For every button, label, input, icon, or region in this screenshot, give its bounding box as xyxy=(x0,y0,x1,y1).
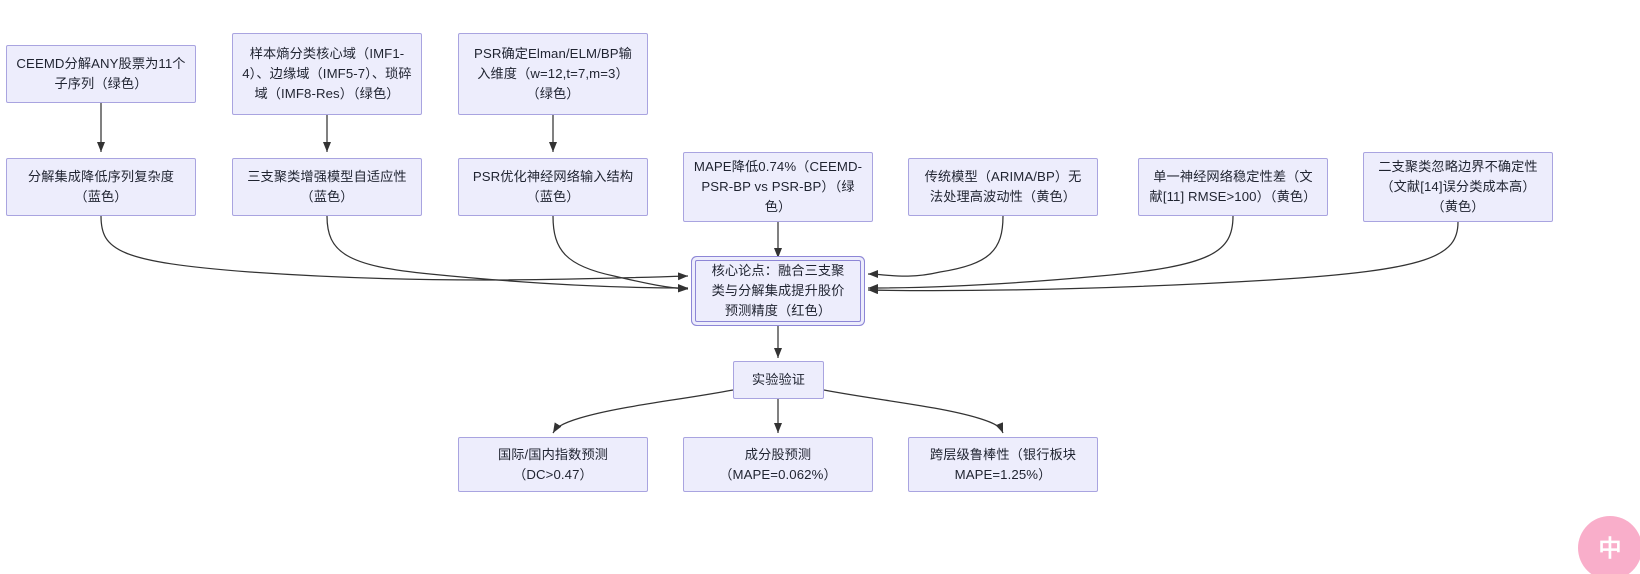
node-psr-input[interactable]: PSR确定Elman/ELM/BP输入维度（w=12,t=7,m=3）（绿色） xyxy=(458,33,648,115)
edge-twoway-to-core xyxy=(867,221,1459,295)
node-label: 单一神经网络稳定性差（文献[11] RMSE>100）（黄色） xyxy=(1149,169,1317,204)
node-three-way-adaptive[interactable]: 三支聚类增强模型自适应性（蓝色） xyxy=(232,158,422,216)
node-label: 样本熵分类核心域（IMF1-4）、边缘域（IMF5-7）、琐碎域（IMF8-Re… xyxy=(242,46,412,101)
node-core-claim[interactable]: 核心论点：融合三支聚类与分解集成提升股价预测精度（红色） xyxy=(695,260,861,322)
node-constituent-forecast[interactable]: 成分股预测（MAPE=0.062%） xyxy=(683,437,873,492)
edge-experiment-to-index xyxy=(552,389,734,434)
node-ceemd[interactable]: CEEMD分解ANY股票为11个子序列（绿色） xyxy=(6,45,196,103)
edge-psrstructure-to-core xyxy=(552,215,689,293)
node-label: 分解集成降低序列复杂度（蓝色） xyxy=(27,169,175,204)
node-label: 三支聚类增强模型自适应性（蓝色） xyxy=(247,169,407,204)
node-two-way-cluster[interactable]: 二支聚类忽略边界不确定性（文献[14]误分类成本高）（黄色） xyxy=(1363,152,1553,222)
edge-experiment-to-robust xyxy=(823,389,1004,434)
node-label: 实验验证 xyxy=(751,372,806,387)
node-label: CEEMD分解ANY股票为11个子序列（绿色） xyxy=(16,56,186,91)
node-label: 传统模型（ARIMA/BP）无法处理高波动性（黄色） xyxy=(924,169,1082,204)
node-decomp-complexity[interactable]: 分解集成降低序列复杂度（蓝色） xyxy=(6,158,196,216)
node-label: 核心论点：融合三支聚类与分解集成提升股价预测精度（红色） xyxy=(711,263,845,318)
node-label: MAPE降低0.74%（CEEMD-PSR-BP vs PSR-BP）（绿色） xyxy=(693,159,863,214)
edge-traditional-to-core xyxy=(867,215,1004,279)
node-label: 跨层级鲁棒性（银行板块MAPE=1.25%） xyxy=(929,446,1077,482)
node-sample-entropy[interactable]: 样本熵分类核心域（IMF1-4）、边缘域（IMF5-7）、琐碎域（IMF8-Re… xyxy=(232,33,422,115)
node-label: 二支聚类忽略边界不确定性（文献[14]误分类成本高）（黄色） xyxy=(1378,159,1538,214)
node-index-forecast[interactable]: 国际/国内指数预测（DC>0.47） xyxy=(458,437,648,492)
node-label: PSR优化神经网络输入结构（蓝色） xyxy=(472,169,634,204)
watermark-logo: 中 xyxy=(1578,516,1640,574)
edge-singlenn-to-core xyxy=(867,215,1234,292)
node-label: PSR确定Elman/ELM/BP输入维度（w=12,t=7,m=3）（绿色） xyxy=(474,46,632,101)
node-cross-level-robust[interactable]: 跨层级鲁棒性（银行板块MAPE=1.25%） xyxy=(908,437,1098,492)
edge-threeway-to-core xyxy=(326,215,689,292)
edge-decomp-to-core xyxy=(100,215,689,281)
node-psr-structure[interactable]: PSR优化神经网络输入结构（蓝色） xyxy=(458,158,648,216)
node-traditional-model[interactable]: 传统模型（ARIMA/BP）无法处理高波动性（黄色） xyxy=(908,158,1098,216)
node-experiment[interactable]: 实验验证 xyxy=(733,361,824,399)
watermark-text: 中 xyxy=(1598,534,1622,561)
node-label: 成分股预测（MAPE=0.062%） xyxy=(719,446,837,482)
node-single-nn[interactable]: 单一神经网络稳定性差（文献[11] RMSE>100）（黄色） xyxy=(1138,158,1328,216)
node-mape-drop[interactable]: MAPE降低0.74%（CEEMD-PSR-BP vs PSR-BP）（绿色） xyxy=(683,152,873,222)
node-label: 国际/国内指数预测（DC>0.47） xyxy=(497,446,609,482)
